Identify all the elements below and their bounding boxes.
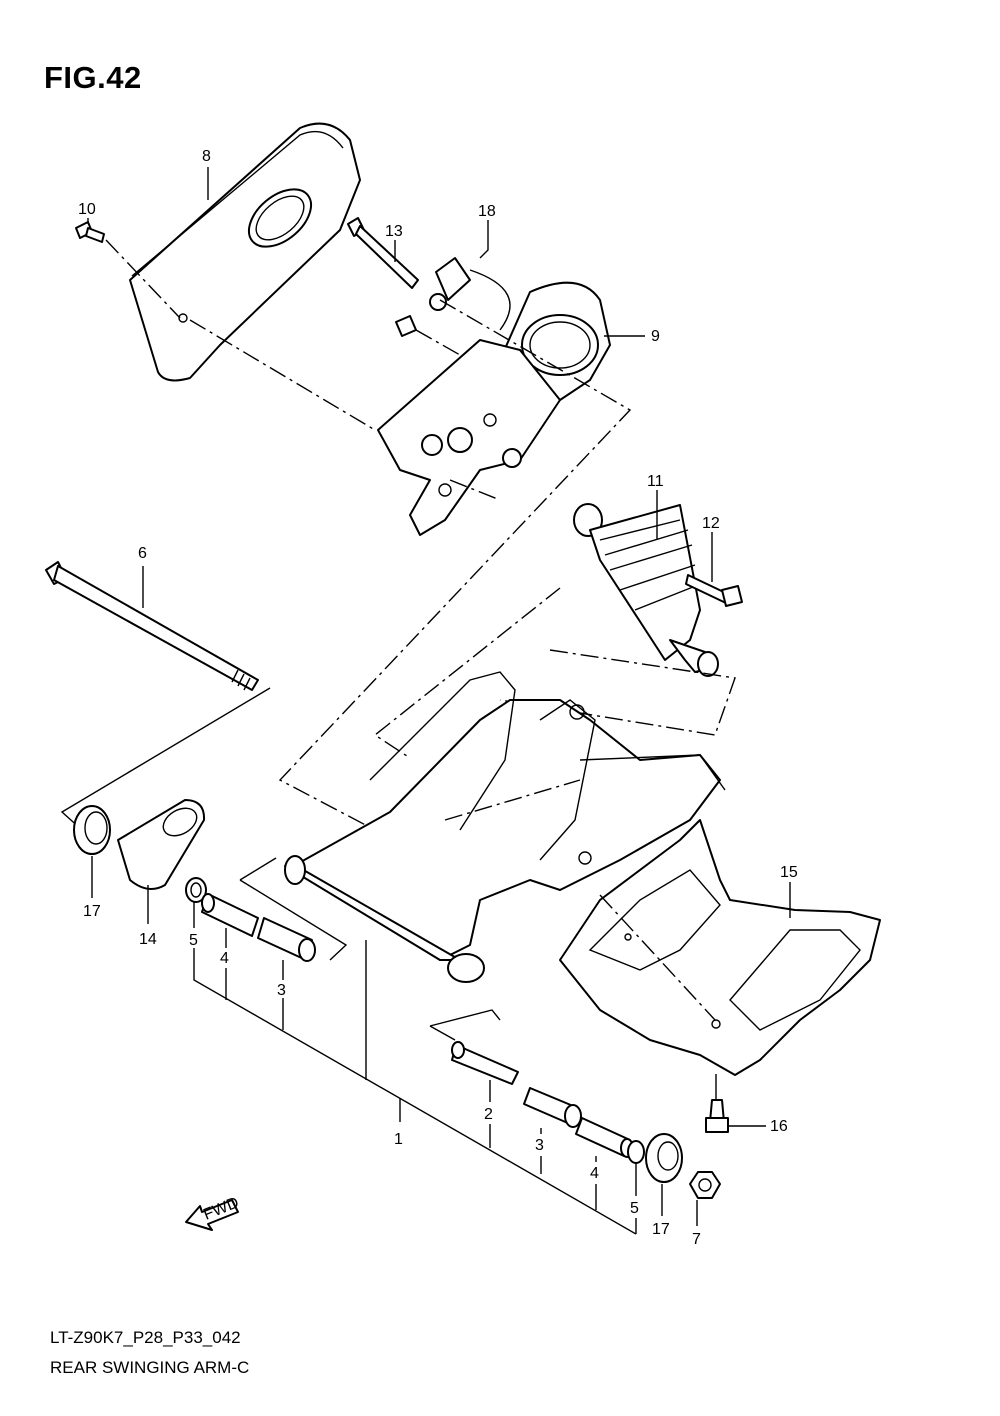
- callout-13: 13: [385, 223, 403, 240]
- seal-17-left: [73, 805, 111, 855]
- skid-plate-bolt: [705, 1074, 729, 1133]
- callout-6: 6: [138, 545, 147, 562]
- callout-16: 16: [770, 1118, 788, 1135]
- callout-18: 18: [478, 203, 496, 220]
- callout-17-left: 17: [83, 903, 101, 920]
- diagram-code: LT-Z90K7_P28_P33_042: [50, 1328, 241, 1347]
- shock-bolt: [685, 574, 743, 607]
- callout-2: 2: [484, 1106, 493, 1123]
- callout-4-left: 4: [220, 950, 229, 967]
- callout-15: 15: [780, 864, 798, 881]
- callout-11: 11: [647, 473, 664, 490]
- chain-case-cover: [129, 122, 361, 382]
- callout-14: 14: [139, 931, 157, 948]
- callout-5-right: 5: [630, 1200, 639, 1217]
- nut-7: [689, 1171, 721, 1199]
- callout-1: 1: [394, 1131, 403, 1148]
- leader-lines: [87, 167, 791, 1235]
- swing-arm: [284, 671, 726, 983]
- bushing-4-right: [575, 1117, 634, 1158]
- clamp-band: [429, 257, 511, 331]
- callout-17-right: 17: [652, 1221, 670, 1238]
- small-bolt: [395, 315, 417, 337]
- bracket-plate: [377, 339, 561, 536]
- figure-title: FIG.42: [44, 60, 142, 95]
- bushing-3-left: [257, 917, 316, 962]
- callout-8: 8: [202, 148, 211, 165]
- long-bolt: [347, 217, 419, 289]
- bushing-2: [451, 1041, 519, 1085]
- callout-5-left: 5: [189, 932, 198, 949]
- ring-5-right: [627, 1140, 645, 1164]
- cover-bolt: [75, 221, 105, 243]
- bushing-3-right: [523, 1087, 582, 1128]
- callout-7: 7: [692, 1231, 701, 1248]
- callout-10: 10: [78, 201, 96, 218]
- callout-numbers: 8 10 13 18 9 11 12 6 15 17 14 5 4 3 1 2 …: [78, 148, 798, 1248]
- callout-4-right: 4: [590, 1165, 599, 1182]
- pivot-axle: [45, 561, 259, 691]
- skid-plate: [559, 819, 881, 1076]
- seal-17-right: [645, 1133, 683, 1183]
- fwd-arrow-icon: FWD: [185, 1194, 241, 1231]
- ring-5-left: [185, 877, 207, 903]
- bushing-4-left: [201, 893, 259, 937]
- callout-12: 12: [702, 515, 720, 532]
- callout-9: 9: [651, 328, 660, 345]
- callout-3-right: 3: [535, 1137, 544, 1154]
- callout-3-left: 3: [277, 982, 286, 999]
- diagram-name: REAR SWINGING ARM-C: [50, 1358, 250, 1377]
- cover-14: [117, 799, 206, 890]
- shock-absorber: [573, 503, 719, 677]
